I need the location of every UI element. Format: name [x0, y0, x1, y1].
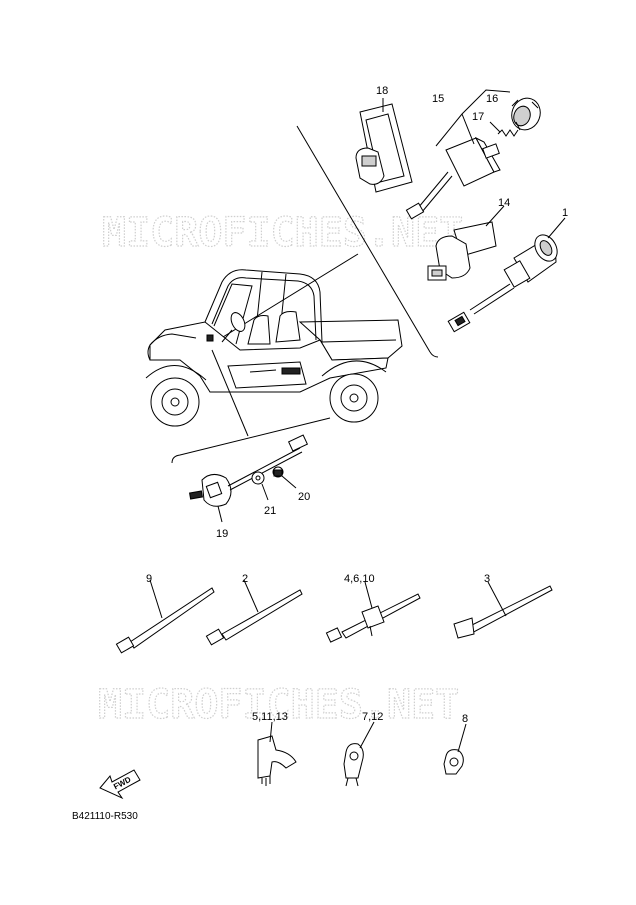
part-14-switch — [427, 205, 505, 281]
callout-4-6-10: 4,6,10 — [344, 573, 375, 585]
part-3-cable-tie — [453, 581, 553, 639]
lower-group-bracket — [171, 417, 331, 464]
fwd-direction-arrow: FWD — [99, 769, 141, 800]
callout-2: 2 — [242, 573, 248, 585]
callout-14: 14 — [498, 197, 510, 209]
part-18-switch-panel — [355, 98, 413, 193]
part-5-11-13-clip — [257, 721, 297, 786]
callout-7-12: 7,12 — [362, 711, 383, 723]
callout-3: 3 — [484, 573, 490, 585]
watermark-bottom: MICROFICHES.NET — [98, 682, 459, 728]
callout-21: 21 — [264, 505, 276, 517]
part-1-accessory-socket — [447, 217, 566, 333]
callout-1: 1 — [562, 207, 568, 219]
leader-vehicle-to-lower-group — [211, 349, 249, 437]
part-17-spring — [489, 121, 519, 137]
part-20-nut — [272, 466, 297, 489]
watermark-top: MICROFICHES.NET — [102, 210, 463, 256]
part-4-6-10-cable-tie-clip — [325, 581, 421, 643]
part-9-cable-tie — [115, 579, 215, 654]
callout-20: 20 — [298, 491, 310, 503]
callout-8: 8 — [462, 713, 468, 725]
callout-18: 18 — [376, 85, 388, 97]
callout-15: 15 — [432, 93, 444, 105]
part-7-12-clip — [343, 721, 375, 787]
callout-17: 17 — [472, 111, 484, 123]
group-bracket-line — [296, 125, 431, 353]
group-bracket-curl — [429, 351, 439, 358]
part-16-knob — [511, 97, 541, 131]
diagram-code: B421110-R530 — [72, 811, 138, 822]
leader-vehicle-to-group — [209, 253, 359, 346]
callout-19: 19 — [216, 528, 228, 540]
callout-9: 9 — [146, 573, 152, 585]
part-19-lead-assembly — [188, 434, 309, 523]
part-8-clip — [443, 723, 467, 775]
callout-5-11-13: 5,11,13 — [252, 711, 288, 723]
part-15-switch-assembly — [405, 89, 511, 220]
utv-vehicle-illustration — [145, 269, 403, 427]
part-21-washer — [251, 471, 269, 501]
part-2-cable-tie — [205, 579, 303, 646]
callout-16: 16 — [486, 93, 498, 105]
